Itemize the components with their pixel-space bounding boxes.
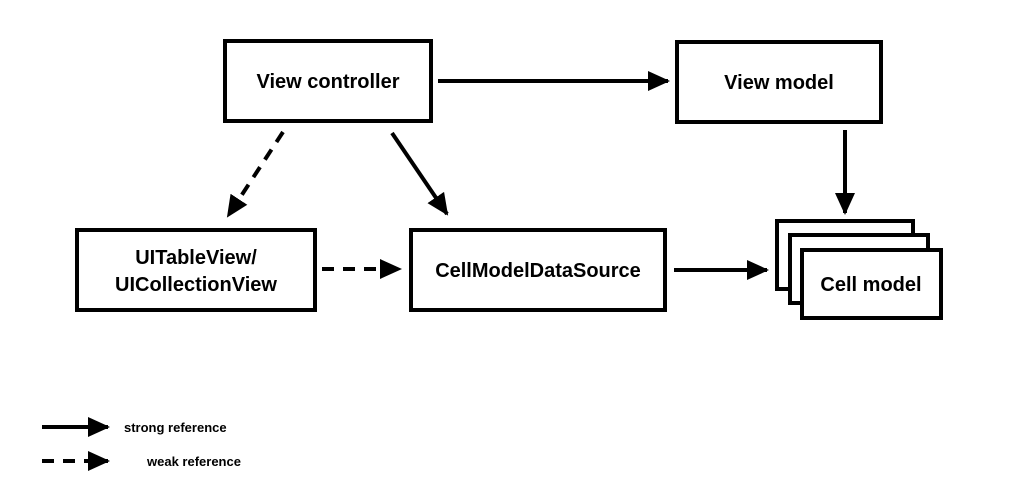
node-data-source: CellModelDataSource <box>409 228 667 312</box>
node-view-model-label: View model <box>724 72 834 94</box>
node-data-source-label: CellModelDataSource <box>435 260 641 282</box>
node-cell-model-label: Cell model <box>820 274 921 296</box>
edges <box>226 71 855 280</box>
legend-strong-label: strong reference <box>124 420 227 435</box>
legend-weak: weak reference <box>42 451 241 471</box>
node-view-model: View model <box>675 40 883 124</box>
legend-weak-label: weak reference <box>146 454 241 469</box>
node-cell-model: Cell model <box>775 219 943 320</box>
legend-strong: strong reference <box>42 417 227 437</box>
node-table-view-label-line2: UICollectionView <box>115 274 277 296</box>
legend: strong reference weak reference <box>42 417 241 471</box>
edge-viewcontroller-tableview <box>226 130 285 218</box>
node-view-controller-label: View controller <box>256 71 399 93</box>
node-table-view-label-line1: UITableView/ <box>135 247 257 269</box>
node-table-view: UITableView/ UICollectionView <box>75 228 317 312</box>
node-view-controller: View controller <box>223 39 433 123</box>
edge-viewcontroller-datasource <box>390 131 449 216</box>
cell-model-stack-front <box>800 248 943 320</box>
